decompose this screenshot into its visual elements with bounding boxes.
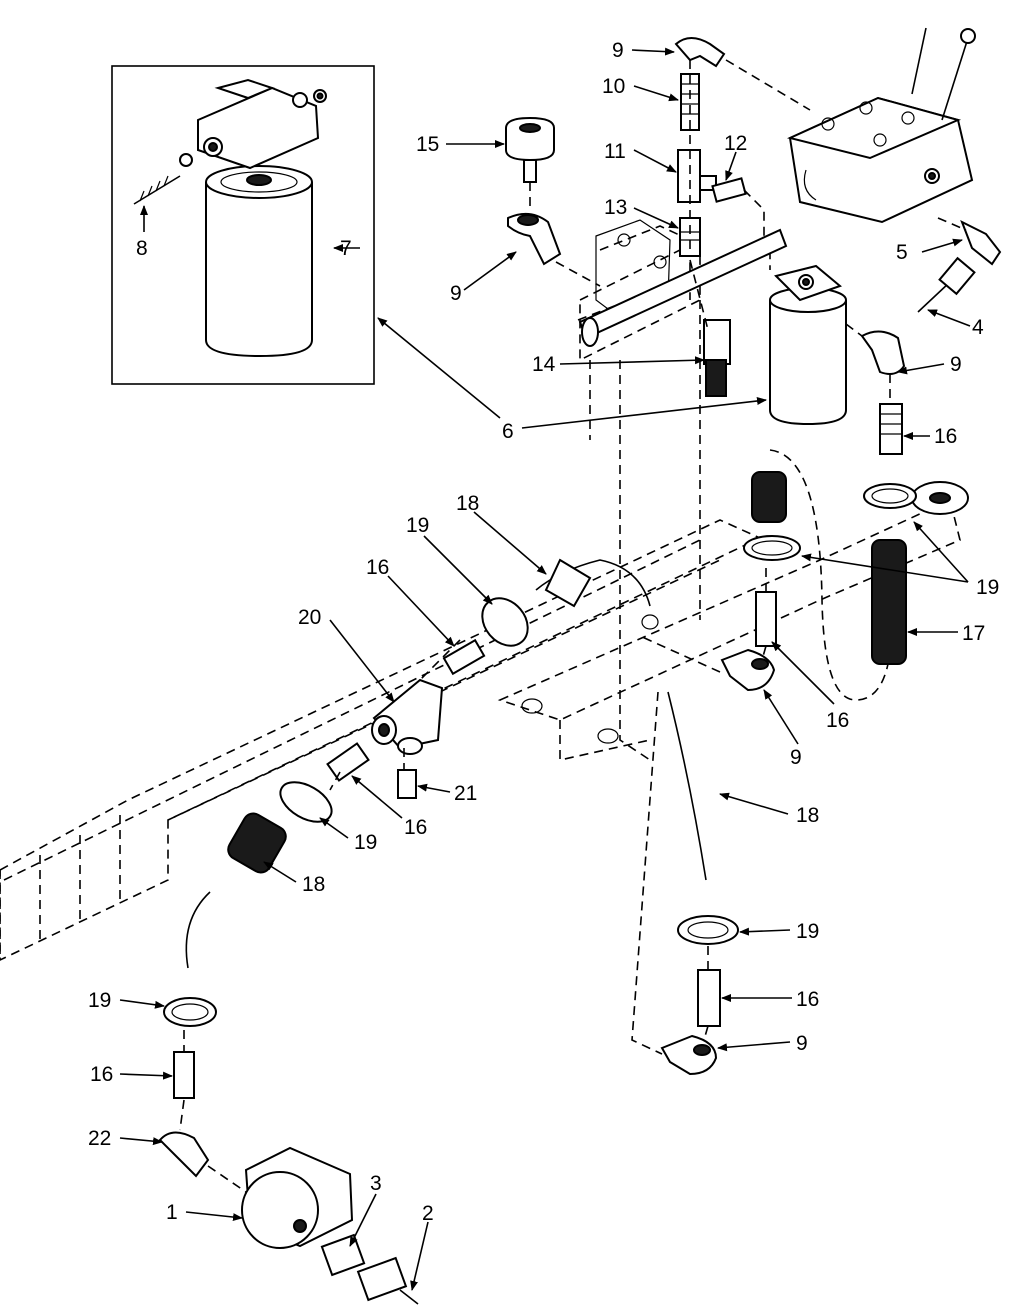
leader-lines xyxy=(119,47,971,1291)
callout-19-bottom-right: 19 xyxy=(796,920,819,943)
callout-11: 11 xyxy=(604,140,626,163)
callout-17: 17 xyxy=(962,622,985,645)
callout-7: 7 xyxy=(340,237,352,260)
mounting-frame xyxy=(0,219,969,961)
callout-19-top-left: 19 xyxy=(406,514,429,537)
filter-detail-inset xyxy=(111,65,375,385)
callout-9-mid: 9 xyxy=(790,746,802,769)
callout-16-mid-right: 16 xyxy=(826,709,849,732)
callout-9-top: 9 xyxy=(612,39,624,62)
callout-18-center: 18 xyxy=(302,873,325,896)
callout-9-right: 9 xyxy=(950,353,962,376)
callout-20: 20 xyxy=(298,606,321,629)
callout-18-top: 18 xyxy=(456,492,479,515)
callout-2: 2 xyxy=(422,1202,434,1225)
callout-9-left: 9 xyxy=(450,282,462,305)
callout-10: 10 xyxy=(602,75,625,98)
callout-16-left: 16 xyxy=(366,556,389,579)
callout-16-center: 16 xyxy=(404,816,427,839)
callout-15: 15 xyxy=(416,133,439,156)
callout-4: 4 xyxy=(972,316,984,339)
callout-22: 22 xyxy=(88,1127,111,1150)
callout-19-center: 19 xyxy=(354,831,377,854)
callout-16-right: 16 xyxy=(934,425,957,448)
callout-18-right: 18 xyxy=(796,804,819,827)
upper-tube xyxy=(578,228,788,347)
callout-13: 13 xyxy=(604,196,627,219)
callout-19-right: 19 xyxy=(976,576,999,599)
callout-16-bottom-left: 16 xyxy=(90,1063,113,1086)
callout-6: 6 xyxy=(502,420,514,443)
fittings xyxy=(158,37,1002,1305)
callout-labels: 9 10 11 12 13 15 9 14 5 4 9 16 7 8 6 19 … xyxy=(88,39,999,1225)
callout-8: 8 xyxy=(136,237,148,260)
callout-14: 14 xyxy=(532,353,556,376)
callout-19-bottom-left: 19 xyxy=(88,989,111,1012)
callout-9-bottom: 9 xyxy=(796,1032,808,1055)
assembly-paths xyxy=(179,59,967,1193)
control-valve xyxy=(786,27,976,224)
callout-5: 5 xyxy=(896,241,908,264)
callout-1: 1 xyxy=(166,1201,178,1224)
callout-16-bottom-right: 16 xyxy=(796,988,819,1011)
callout-21: 21 xyxy=(454,782,477,805)
callout-3: 3 xyxy=(370,1172,382,1195)
callout-12: 12 xyxy=(724,132,747,155)
